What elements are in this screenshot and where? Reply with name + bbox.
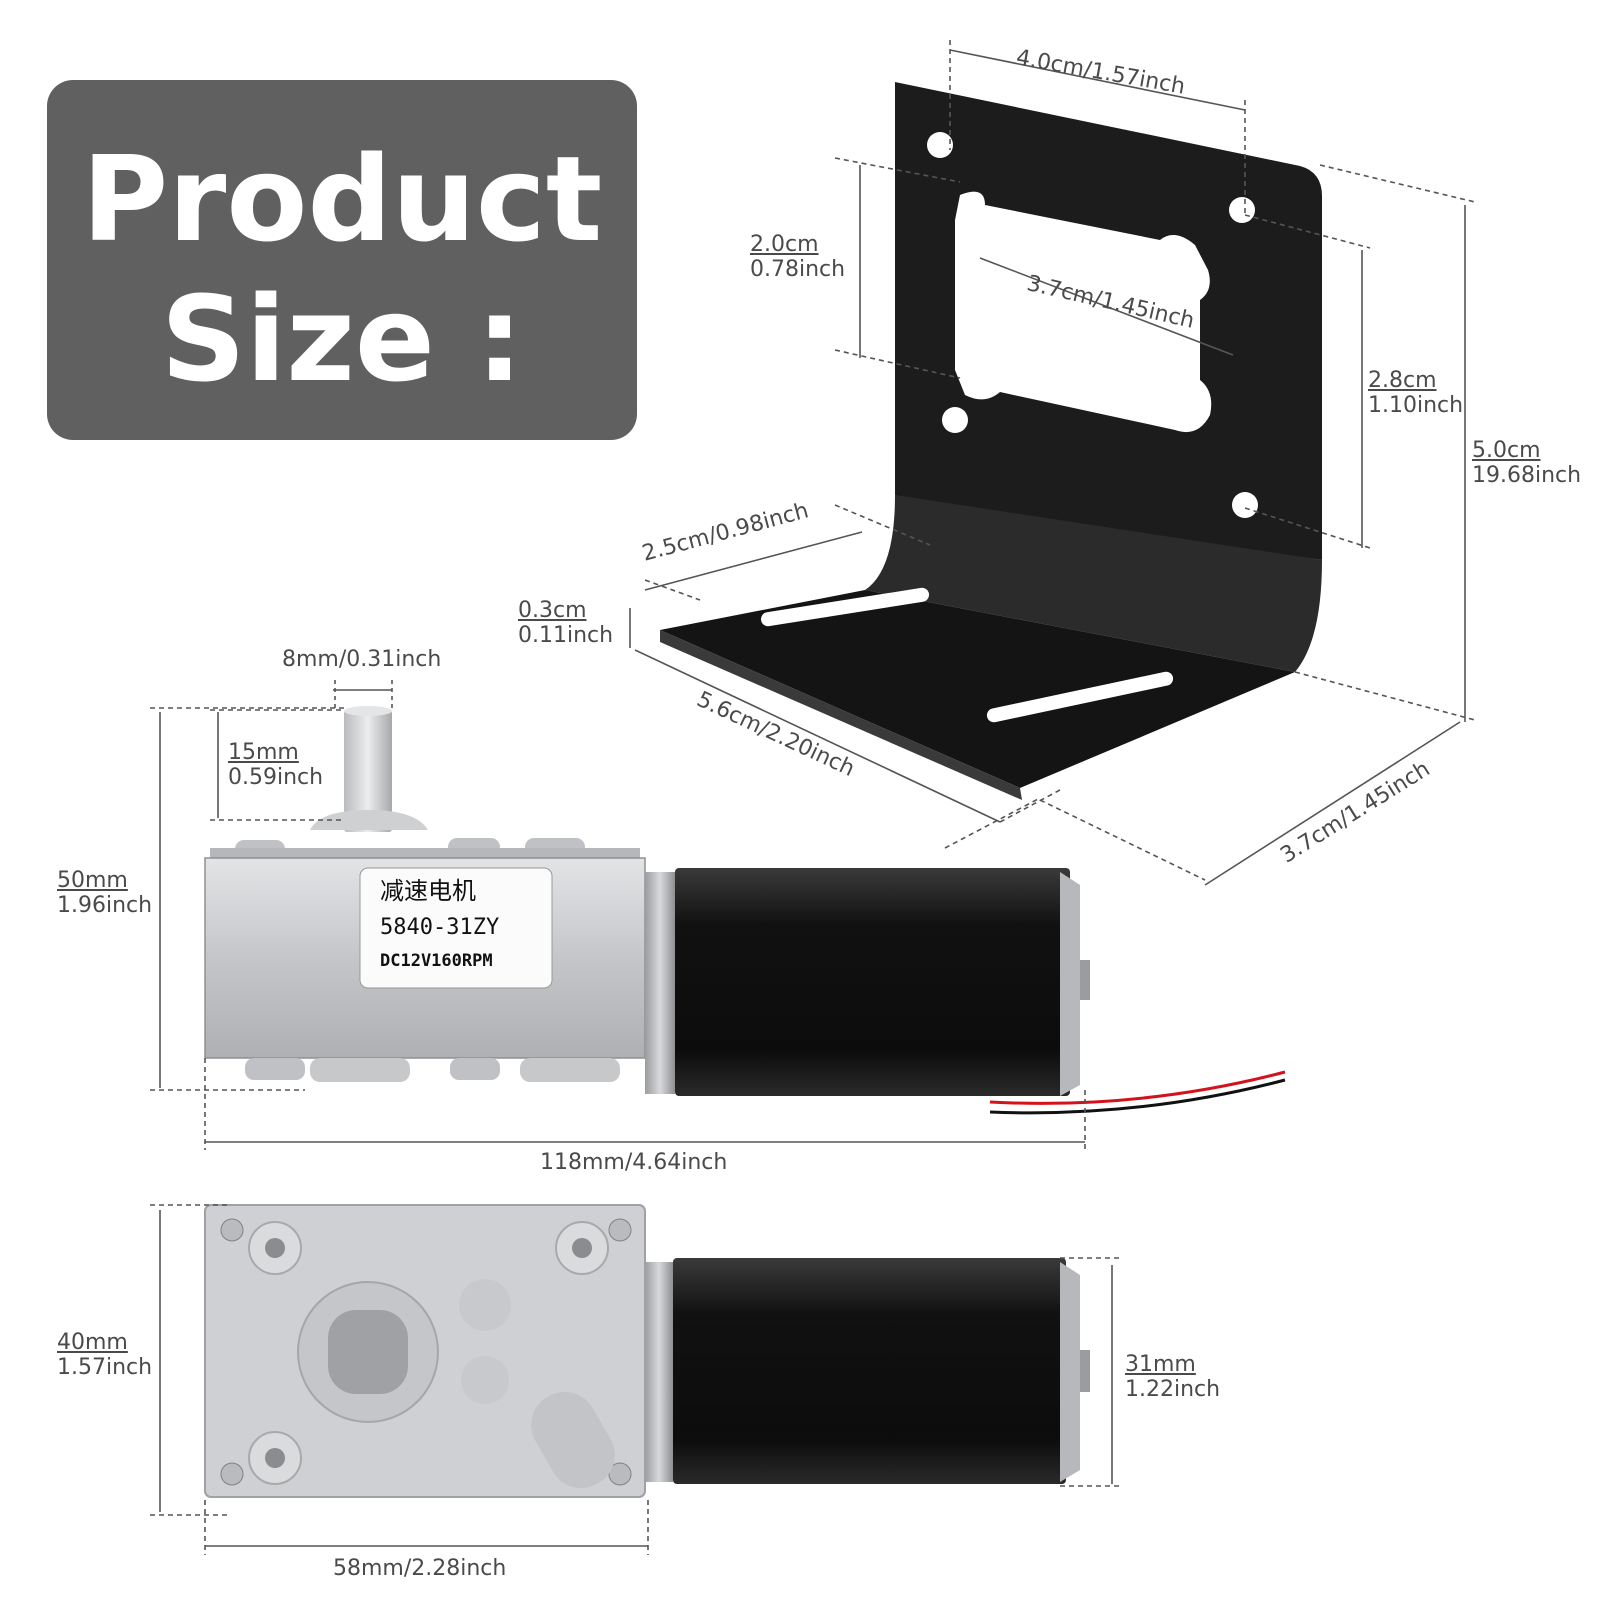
motor-side-view [204, 706, 1286, 1115]
fraction-bottom: 1.10inch [1368, 393, 1464, 419]
bracket-base-plate [660, 590, 1295, 788]
gearbox-width-label: 58mm/2.28inch [333, 1556, 507, 1581]
fraction-top: 5.0cm [1472, 438, 1541, 463]
fraction-bottom: 19.68inch [1472, 463, 1582, 489]
bracket-slot [760, 587, 930, 627]
mounting-bracket [660, 82, 1322, 800]
title-line-1: Product [81, 130, 603, 268]
motor-wire-red [989, 1070, 1286, 1105]
bracket-thickness-label: 0.3cm 0.11inch [518, 598, 613, 649]
fraction-top: 15mm [228, 740, 299, 765]
fraction-top: 40mm [57, 1330, 128, 1355]
bracket-edge [660, 630, 1022, 800]
fraction-top: 31mm [1125, 1352, 1196, 1377]
front-shaft [328, 1310, 408, 1394]
motor-label-sticker [359, 867, 553, 989]
motor-label-name: 减速电机 [380, 877, 476, 905]
fraction-bottom: 0.59inch [228, 765, 324, 791]
motor-height-label: 50mm 1.96inch [57, 868, 152, 919]
bracket-side-spacing-label: 2.8cm 1.10inch [1368, 368, 1463, 419]
fraction-bottom: 1.57inch [57, 1355, 153, 1381]
bracket-hole [1229, 197, 1255, 223]
motor-side-dimension-lines [150, 680, 1086, 1150]
fraction-bottom: 1.22inch [1125, 1377, 1221, 1403]
fraction-top: 0.3cm [518, 598, 587, 623]
bracket-dimension-lines [629, 40, 1476, 886]
fraction-bottom: 0.78inch [750, 257, 846, 283]
title-line-2: Size : [160, 270, 524, 408]
shaft-length-label: 15mm 0.59inch [228, 740, 323, 791]
motor-front-view [204, 1204, 1090, 1498]
fraction-top: 50mm [57, 868, 128, 893]
bracket-hole [942, 407, 968, 433]
motor-shaft [344, 710, 392, 832]
motor-label-model: 5840-31ZY [380, 915, 500, 940]
fraction-bottom: 1.96inch [57, 893, 153, 919]
motor-diameter-label: 31mm 1.22inch [1125, 1352, 1220, 1403]
fraction-bottom: 0.11inch [518, 623, 614, 649]
bracket-hole [927, 132, 953, 158]
gearbox-height-label: 40mm 1.57inch [57, 1330, 152, 1381]
motor-label-spec: DC12V160RPM [380, 951, 493, 971]
bracket-slot [986, 671, 1174, 723]
bracket-cutout [955, 191, 1212, 433]
bracket-hole [1232, 492, 1258, 518]
fraction-top: 2.0cm [750, 232, 819, 257]
motor-total-length-label: 118mm/4.64inch [540, 1150, 728, 1175]
bracket-height-label: 5.0cm 19.68inch [1472, 438, 1581, 489]
bracket-hole-spacing-label: 2.0cm 0.78inch [750, 232, 845, 283]
bracket-bend [865, 495, 1322, 672]
motor-front-dimension-lines [150, 1204, 1120, 1555]
motor-body-front [673, 1258, 1066, 1484]
motor-body [675, 868, 1070, 1096]
fraction-top: 2.8cm [1368, 368, 1437, 393]
motor-wire-black [989, 1078, 1286, 1115]
title-panel: Product Size : [47, 80, 637, 440]
shaft-diameter-label: 8mm/0.31inch [282, 647, 442, 672]
